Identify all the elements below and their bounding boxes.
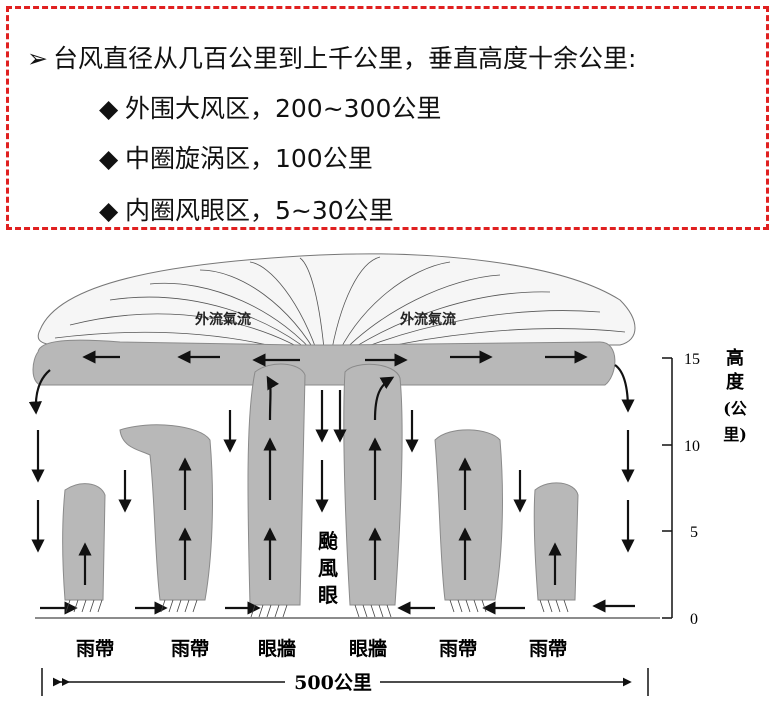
summary-box: ➢台风直径从几百公里到上千公里，垂直高度十余公里: ◆外围大风区，200~300… (6, 6, 769, 230)
outflow-label-left: 外流氣流 (195, 311, 251, 328)
eyewall-label: 眼牆 (258, 637, 296, 660)
diamond-bullet-icon: ◆ (99, 144, 119, 173)
axis-title-char: (公 (723, 399, 747, 418)
eye-label-char: 颱 (318, 529, 338, 553)
height-axis: 0 5 10 15 高 度 (公 里) (662, 347, 747, 628)
eye-label-char: 風 (318, 556, 338, 580)
width-label: 500公里 (294, 672, 372, 694)
axis-tick-label: 0 (690, 611, 698, 628)
diamond-bullet-icon: ◆ (99, 94, 119, 123)
left-rainband-cloud (119, 424, 213, 601)
rainband-label: 雨帶 (439, 638, 477, 660)
summary-item-text: 外围大风区，200~300公里 (125, 94, 442, 123)
width-dimension: 500公里 (41, 668, 649, 696)
axis-tick-label: 5 (690, 524, 698, 541)
rainband-label: 雨帶 (171, 638, 209, 660)
diamond-bullet-icon: ◆ (99, 196, 119, 225)
axis-tick-label: 10 (684, 438, 700, 455)
eye-label-bg (313, 524, 343, 608)
summary-item: ◆外围大风区，200~300公里 (99, 89, 441, 125)
upper-cloud-layer (32, 339, 616, 386)
axis-title-char: 度 (726, 371, 745, 393)
right-eyewall-cloud (343, 363, 403, 606)
circulation-arrows (28, 350, 635, 615)
summary-item: ◆中圈旋涡区，100公里 (99, 139, 373, 175)
axis-title-char: 高 (726, 347, 744, 369)
arrow-bullet-icon: ➢ (27, 44, 48, 73)
rain-streaks (65, 599, 569, 618)
typhoon-structure-diagram: 外流氣流 外流氣流 颱 風 眼 雨帶 雨帶 眼牆 眼牆 雨帶 雨帶 500公里 … (28, 253, 747, 696)
summary-item-text: 内圈风眼区，5~30公里 (125, 196, 394, 225)
outer-left-rainband-cloud (62, 483, 106, 601)
summary-main-text: 台风直径从几百公里到上千公里，垂直高度十余公里: (53, 44, 637, 73)
rainband-label: 雨帶 (529, 638, 567, 660)
summary-item-text: 中圈旋涡区，100公里 (125, 144, 373, 173)
outer-right-rainband-cloud (533, 482, 579, 601)
eye-label-char: 眼 (318, 583, 338, 607)
outflow-label-right: 外流氣流 (400, 311, 456, 328)
eyewall-label: 眼牆 (349, 637, 387, 660)
axis-tick-label: 15 (684, 351, 700, 368)
summary-heading: ➢台风直径从几百公里到上千公里，垂直高度十余公里: (27, 39, 636, 75)
axis-title-char: 里) (723, 425, 747, 444)
right-rainband-cloud (434, 429, 503, 601)
left-eyewall-cloud (247, 363, 306, 606)
rainband-label: 雨帶 (76, 638, 114, 660)
summary-item: ◆内圈风眼区，5~30公里 (99, 191, 394, 227)
